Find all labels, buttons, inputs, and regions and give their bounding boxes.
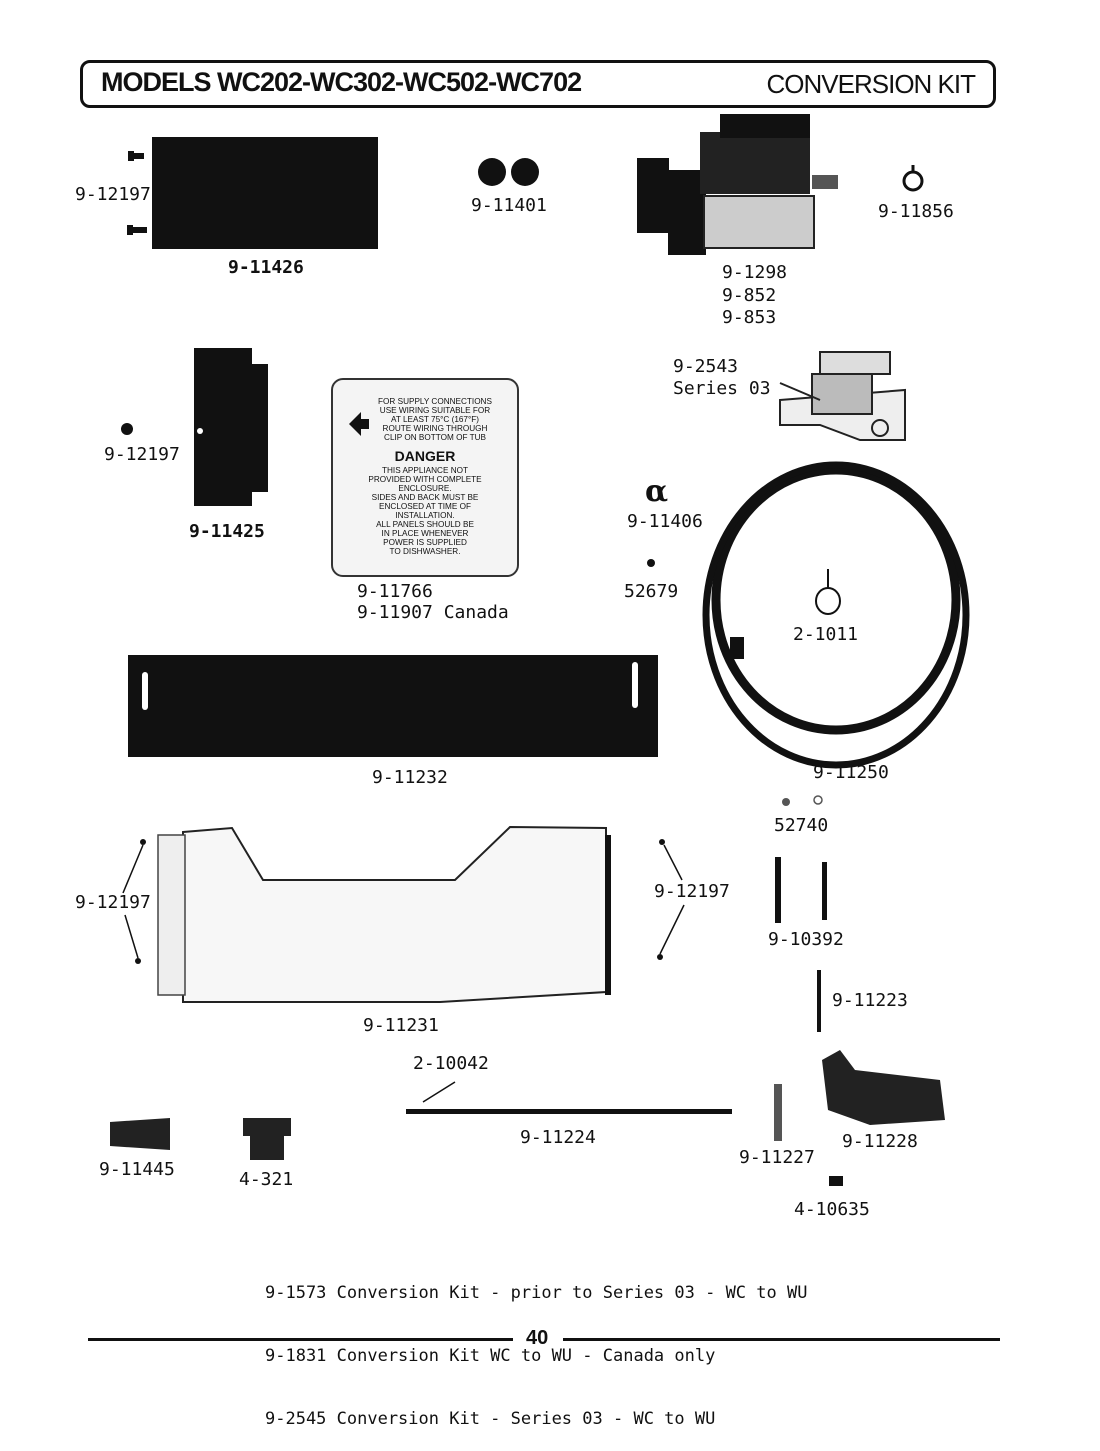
- danger-heading: DANGER: [394, 448, 456, 464]
- clip-icon: α: [645, 474, 668, 509]
- footer-rule: [88, 1338, 513, 1341]
- panel-9-11231: [157, 825, 611, 1003]
- part-label: 9-12197: [654, 881, 730, 902]
- section-title: CONVERSION KIT: [766, 69, 976, 99]
- clamp-icon: [902, 165, 924, 192]
- label-text: POWER IS SUPPLIED: [383, 538, 467, 547]
- washer-icon: [813, 795, 823, 805]
- page-number: 40: [526, 1327, 549, 1349]
- label-text: THIS APPLIANCE NOT: [382, 466, 468, 475]
- part-label: 2-10042: [413, 1053, 489, 1074]
- part-label: 52740: [774, 815, 829, 836]
- part-label: 9-11227: [739, 1147, 815, 1168]
- screw-icon: [128, 151, 144, 161]
- part-label: 9-11856: [878, 201, 954, 222]
- part-label: 9-11401: [471, 195, 547, 216]
- part-label: 9-853: [722, 307, 777, 328]
- part-label: 4-10635: [794, 1199, 870, 1220]
- part-label: 9-11228: [842, 1131, 918, 1152]
- label-text: FOR SUPPLY CONNECTIONS: [378, 397, 492, 406]
- terminal-icon: [243, 1118, 291, 1160]
- kit-line: 9-2545 Conversion Kit - Series 03 - WC t…: [265, 1409, 716, 1429]
- part-label: 9-11445: [99, 1159, 175, 1180]
- label-text: CLIP ON BOTTOM OF TUB: [384, 433, 486, 442]
- water-valve-assembly: [637, 114, 838, 255]
- page-footer: 40: [88, 1327, 1000, 1351]
- label-text: TO DISHWASHER.: [389, 547, 461, 556]
- hose-clamp-icon: [815, 569, 841, 615]
- screw-icon: [121, 423, 133, 435]
- pin-9-11227: [774, 1084, 782, 1141]
- arrow-left-icon: [349, 412, 369, 436]
- footer-rule: [563, 1338, 1000, 1341]
- label-text: USE WIRING SUITABLE FOR: [379, 406, 491, 415]
- part-label: 9-1298: [722, 262, 788, 283]
- label-text: ROUTE WIRING THROUGH: [382, 424, 488, 433]
- part-label: 9-11425: [189, 521, 265, 542]
- part-label: 9-11766: [357, 581, 433, 602]
- part-label: 9-10392: [768, 929, 844, 950]
- label-text: ENCLOSURE.: [398, 484, 452, 493]
- plug-icon: [478, 158, 506, 186]
- plug-icon: [511, 158, 539, 186]
- part-label: 52679: [624, 581, 679, 602]
- screw-icon: [775, 857, 827, 923]
- nut-icon: [782, 798, 790, 806]
- part-label: 9-11406: [627, 511, 703, 532]
- bracket-9-11228: [822, 1050, 945, 1125]
- rod-9-11223: [817, 970, 821, 1032]
- screw-icon: [127, 225, 147, 235]
- panel-9-11425: [194, 348, 252, 506]
- label-text: ENCLOSED AT TIME OF: [379, 502, 471, 511]
- kit-line: 9-1831 Conversion Kit WC to WU - Canada …: [265, 1346, 716, 1366]
- rod-9-11224: [406, 1109, 732, 1114]
- part-label: 2-1011: [793, 624, 859, 645]
- label-text: ALL PANELS SHOULD BE: [376, 520, 474, 529]
- label-text: IN PLACE WHENEVER: [381, 529, 469, 538]
- part-label: 9-11907 Canada: [357, 602, 509, 623]
- part-label: 9-852: [722, 285, 777, 306]
- label-text: AT LEAST 75°C (167°F): [390, 415, 479, 424]
- screw-icon: [135, 839, 665, 964]
- part-label: 9-2543: [673, 356, 739, 377]
- label-text: SIDES AND BACK MUST BE: [371, 493, 479, 502]
- bracket-9-11232: [128, 655, 658, 757]
- wire-nut-icon: [110, 1118, 170, 1150]
- models-title: MODELS WC202-WC302-WC502-WC702: [101, 67, 582, 97]
- clip-icon: [829, 1176, 843, 1186]
- part-label: 9-11224: [520, 1127, 596, 1148]
- hose-connector: [730, 637, 744, 659]
- fill-hose: [702, 461, 970, 769]
- panel-9-11426: [152, 137, 378, 249]
- label-text: INSTALLATION.: [395, 511, 455, 520]
- part-label: 9-11223: [832, 990, 908, 1011]
- label-text: PROVIDED WITH COMPLETE: [368, 475, 482, 484]
- page-header: MODELS WC202-WC302-WC502-WC702 CONVERSIO…: [80, 60, 996, 108]
- part-label: 9-11231: [363, 1015, 439, 1036]
- part-label: 9-12197: [75, 892, 151, 913]
- warning-label-9-11766: FOR SUPPLY CONNECTIONS USE WIRING SUITAB…: [331, 378, 519, 577]
- part-label: 9-11250: [813, 762, 889, 783]
- valve-series-03: [779, 351, 906, 441]
- part-label: 9-11232: [372, 767, 448, 788]
- part-label: 9-12197: [104, 444, 180, 465]
- kit-line: 9-1573 Conversion Kit - prior to Series …: [265, 1283, 808, 1303]
- part-label: 9-11426: [228, 257, 304, 278]
- series-label: Series 03: [673, 378, 771, 399]
- part-label: 4-321: [239, 1169, 294, 1190]
- nut-icon: [647, 559, 655, 567]
- part-label: 9-12197: [75, 184, 151, 205]
